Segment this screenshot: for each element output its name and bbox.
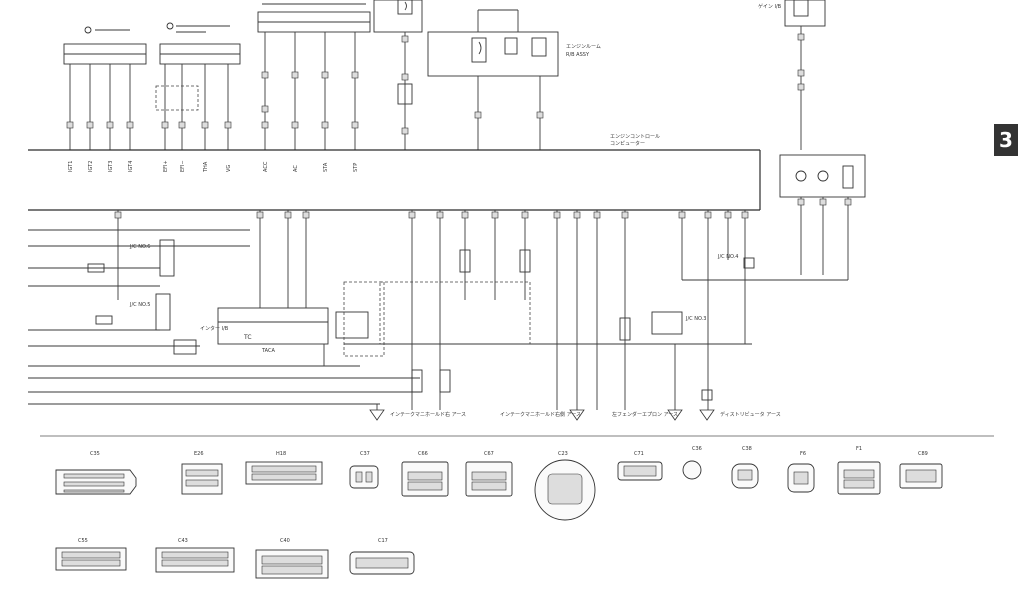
svg-text:H18: H18 bbox=[276, 451, 286, 457]
svg-text:C66: C66 bbox=[418, 451, 428, 457]
pin-label: STA bbox=[323, 162, 329, 172]
svg-text:C35: C35 bbox=[90, 451, 100, 457]
ecu-label: エンジンコントロール bbox=[610, 134, 660, 140]
ground-label: ディストリビュータ アース bbox=[720, 411, 781, 418]
connector-c37: C37 bbox=[349, 451, 379, 489]
connector-c43: C43 bbox=[155, 538, 235, 573]
connector-c38: C38 bbox=[731, 446, 759, 489]
connectors-row2: C55 C43 C40 C17 bbox=[55, 538, 415, 579]
jc-label: J/C NO.6 bbox=[129, 244, 150, 250]
fuse-label: ゲイン I/B bbox=[758, 3, 782, 10]
connector-c67: C67 bbox=[465, 451, 513, 497]
connector-c89: C89 bbox=[899, 451, 943, 489]
connector-c17: C17 bbox=[349, 538, 415, 575]
pin-label: THA bbox=[203, 161, 209, 173]
pin-label: AC bbox=[293, 165, 299, 172]
svg-text:C67: C67 bbox=[484, 451, 494, 457]
pin-label: EFI+ bbox=[163, 160, 169, 172]
engine-room-rb: エンジンルーム R/B ASSY bbox=[427, 9, 601, 150]
efi-relay-box bbox=[155, 22, 241, 111]
svg-text:F6: F6 bbox=[800, 451, 806, 457]
ground-label: インテークマニホールド右側 アース bbox=[500, 411, 581, 418]
ground-label: 左フェンダーエプロン アース bbox=[612, 411, 678, 418]
ecu-top-pins: IGT1 IGT2 IGT3 IGT4 EFI+ EFI− THA VG ACC… bbox=[68, 160, 359, 173]
top-wires bbox=[66, 32, 359, 150]
right-module bbox=[740, 154, 866, 281]
pin-label: IGT3 bbox=[108, 161, 114, 172]
connector-c40: C40 bbox=[255, 538, 329, 579]
ground-label: インテークマニホールド右 アース bbox=[390, 411, 466, 418]
module-sublabel: R/B ASSY bbox=[566, 52, 590, 58]
pin-label: STP bbox=[353, 163, 359, 172]
module-label: エンジンルーム bbox=[566, 44, 601, 50]
jc-label: J/C NO.4 bbox=[717, 254, 738, 260]
pin-label: IGT2 bbox=[88, 161, 94, 172]
svg-text:C17: C17 bbox=[378, 538, 388, 544]
jc-label: J/C NO.3 bbox=[685, 316, 706, 322]
lower-wires: TC TACA bbox=[28, 198, 852, 410]
pin-label: VG bbox=[226, 165, 232, 172]
connector-f1: F1 bbox=[837, 446, 881, 495]
svg-text:C38: C38 bbox=[742, 446, 752, 452]
tc-label: TC bbox=[243, 334, 252, 341]
connector-c23: C23 bbox=[534, 451, 596, 521]
pin-label: IGT1 bbox=[68, 161, 74, 172]
svg-text:E26: E26 bbox=[194, 451, 204, 457]
connector-c66: C66 bbox=[401, 451, 449, 497]
fuse-top bbox=[373, 0, 423, 150]
svg-text:C43: C43 bbox=[178, 538, 188, 544]
svg-text:C89: C89 bbox=[918, 451, 928, 457]
page-number-tab: 3 bbox=[994, 124, 1018, 156]
svg-text:C36: C36 bbox=[692, 446, 702, 452]
pin-label: EFI− bbox=[180, 160, 186, 172]
pin-label: IGT4 bbox=[128, 161, 134, 172]
connector-h18: H18 bbox=[245, 451, 323, 485]
connector-f6: F6 bbox=[787, 451, 815, 493]
connector-c35: C35 bbox=[55, 451, 137, 495]
grounds: インテークマニホールド右 アース インテークマニホールド右側 アース 左フェンダ… bbox=[369, 344, 781, 421]
svg-text:C55: C55 bbox=[78, 538, 88, 544]
ecu-bus: エンジンコントロール コンピューター bbox=[28, 134, 761, 211]
pin-label: ACC bbox=[263, 161, 269, 172]
svg-text:C40: C40 bbox=[280, 538, 290, 544]
connector-c55: C55 bbox=[55, 538, 127, 571]
fuse-right: ゲイン I/B bbox=[758, 0, 826, 150]
taca-label: TACA bbox=[261, 348, 275, 354]
ignitor-box bbox=[63, 26, 147, 65]
connectors-row1: C35 E26 H18 C37 C66 bbox=[55, 446, 943, 521]
ignition-coil-box bbox=[257, 3, 371, 33]
svg-text:C23: C23 bbox=[558, 451, 568, 457]
svg-text:C71: C71 bbox=[634, 451, 644, 457]
connector-e26: E26 bbox=[181, 451, 223, 495]
ecu-sublabel: コンピューター bbox=[610, 140, 645, 147]
connector-c71: C71 bbox=[617, 451, 663, 481]
connector-c36: C36 bbox=[682, 446, 702, 480]
jc-labels: J/C NO.6 J/C NO.5 J/C NO.3 J/C NO.4 インター… bbox=[129, 244, 738, 332]
svg-text:C37: C37 bbox=[360, 451, 370, 457]
svg-text:F1: F1 bbox=[856, 446, 862, 452]
relay-label: インター I/B bbox=[200, 325, 229, 332]
jc-label: J/C NO.5 bbox=[129, 302, 150, 308]
